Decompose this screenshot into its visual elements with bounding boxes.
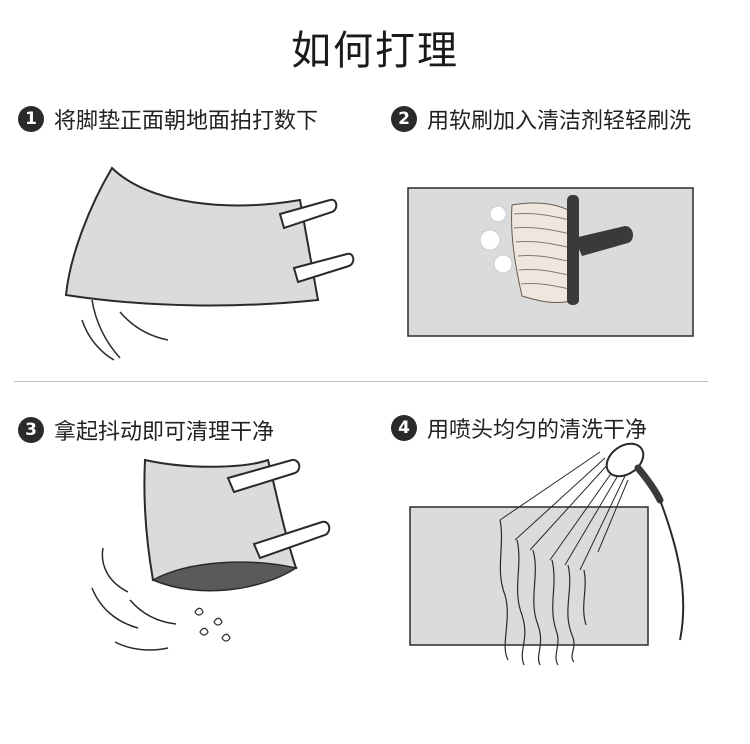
shower-rinse-illustration	[409, 442, 685, 666]
motion-line	[119, 311, 169, 341]
motion-line	[81, 319, 115, 361]
step-2-number: 2	[391, 106, 417, 132]
shower-handle	[634, 464, 664, 504]
water-spray	[499, 451, 629, 571]
step-4-text: 用喷头均匀的清洗干净	[427, 418, 648, 443]
foam-bubble	[489, 205, 507, 223]
foam-bubble	[493, 254, 513, 274]
section-divider	[14, 381, 708, 382]
motion-line	[101, 547, 129, 593]
dust-drop	[213, 617, 223, 626]
motion-line	[91, 299, 121, 359]
foam-bubble	[479, 229, 501, 251]
brush-handle	[574, 226, 634, 256]
mat-slap-illustration	[64, 166, 355, 361]
water-streams	[499, 519, 587, 666]
brush-scrub-illustration	[407, 187, 694, 337]
dust-drop	[194, 607, 204, 616]
mat-handle-top	[278, 198, 338, 230]
mat-shake-illustration	[91, 458, 331, 651]
mat-handle-top	[226, 458, 301, 494]
step-1-caption: 1 将脚垫正面朝地面拍打数下	[18, 103, 318, 135]
shower-hose	[659, 499, 685, 641]
step-3-number: 3	[18, 417, 44, 443]
motion-line	[114, 641, 169, 651]
step-1-number: 1	[18, 106, 44, 132]
shower-head	[605, 442, 645, 478]
mat-handle-bottom	[292, 252, 355, 284]
mat-flat	[409, 506, 649, 646]
step-2-caption: 2 用软刷加入清洁剂轻轻刷洗	[391, 103, 691, 135]
brush-bristles	[511, 202, 576, 303]
page-title: 如何打理	[291, 28, 459, 74]
brush-head	[567, 195, 579, 305]
mat-handle-bottom	[252, 520, 331, 560]
mat-underside	[151, 561, 298, 592]
step-4-caption: 4 用喷头均匀的清洗干净	[391, 412, 647, 444]
motion-line	[91, 587, 139, 629]
step-1-text: 将脚垫正面朝地面拍打数下	[54, 109, 319, 134]
step-3-caption: 3 拿起抖动即可清理干净	[18, 414, 274, 446]
dust-drop	[221, 633, 231, 642]
dust-drop	[199, 627, 209, 636]
step-2-text: 用软刷加入清洁剂轻轻刷洗	[427, 109, 692, 134]
step-3-text: 拿起抖动即可清理干净	[54, 420, 275, 445]
mat-curved	[64, 166, 320, 307]
motion-line	[129, 599, 177, 625]
step-4-number: 4	[391, 415, 417, 441]
